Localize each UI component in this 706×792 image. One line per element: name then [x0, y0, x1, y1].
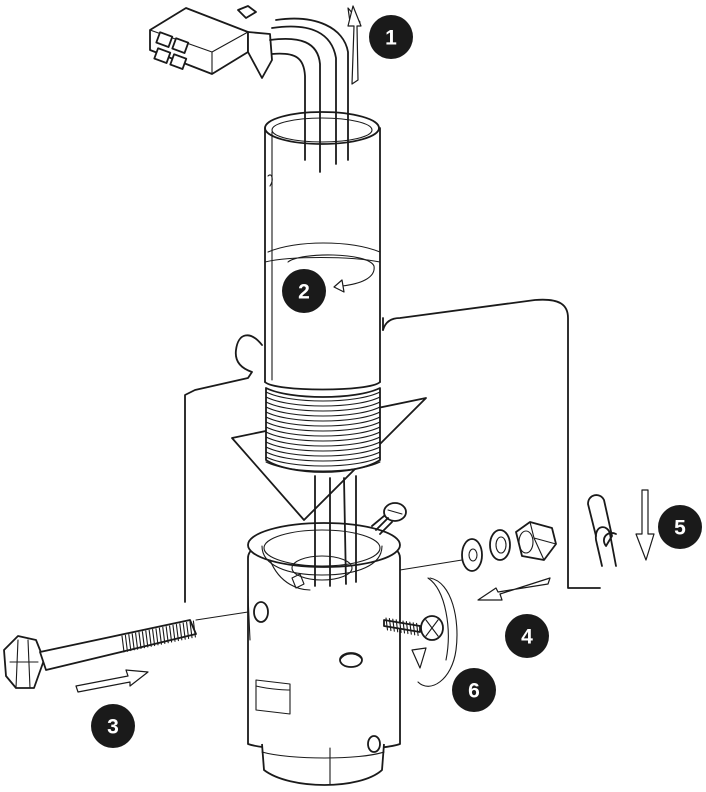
- step-badge-1: 1: [369, 15, 413, 59]
- lock-washer: [489, 529, 511, 561]
- step-number-1: 1: [385, 27, 397, 50]
- wire-connector: [149, 5, 273, 79]
- column-tube: [264, 111, 381, 383]
- long-bolt: [3, 611, 249, 689]
- step-badge-2: 2: [282, 269, 326, 313]
- insert-arrow-4: [477, 577, 551, 601]
- step-number-3: 3: [107, 716, 119, 739]
- rotate-arrow-6: [411, 577, 458, 687]
- bolt-axis-line: [399, 559, 463, 571]
- rotate-arrow-2: [287, 254, 375, 293]
- pull-up-arrow: [347, 5, 362, 85]
- step-number-2: 2: [298, 281, 310, 304]
- step-number-4: 4: [521, 626, 533, 649]
- step-badge-5: 5: [658, 505, 702, 549]
- mounting-screw: [383, 615, 444, 641]
- step-number-5: 5: [674, 517, 686, 540]
- cable-bundle: [269, 17, 349, 173]
- flat-washer: [461, 538, 483, 572]
- hex-nut: [515, 521, 557, 561]
- step-badge-4: 4: [505, 614, 549, 658]
- hairpin-clip: [587, 494, 617, 567]
- set-screw: [371, 502, 407, 535]
- cable-lower: [314, 475, 357, 587]
- step-badge-6: 6: [452, 668, 496, 712]
- step-badge-3: 3: [91, 704, 135, 748]
- tube-threads: [264, 381, 381, 473]
- insert-arrow-5: [635, 489, 655, 561]
- insert-arrow-3: [75, 669, 149, 693]
- mounting-bracket-outline: [184, 298, 601, 603]
- column-housing: [247, 522, 401, 786]
- step-number-6: 6: [468, 680, 480, 703]
